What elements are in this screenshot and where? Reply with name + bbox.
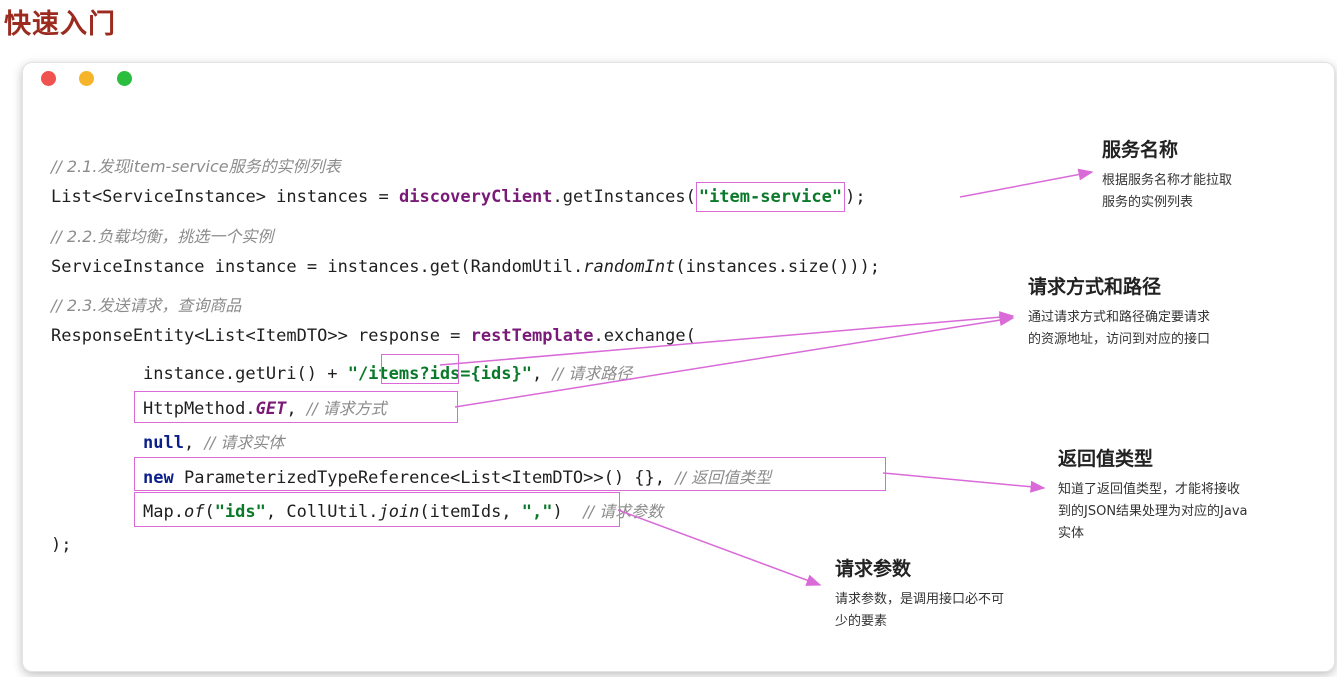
code-line-get-instances: List<ServiceInstance> instances = discov… <box>51 182 866 212</box>
path-highlight-box <box>381 354 459 384</box>
annotation-desc: 通过请求方式和路径确定要请求的资源地址，访问到对应的接口 <box>1028 310 1211 347</box>
method-highlight-box <box>134 391 458 423</box>
close-window-dot[interactable] <box>41 71 56 86</box>
annotation-desc: 请求参数，是调用接口必不可少的要素 <box>835 592 1005 629</box>
annotation-params: 请求参数 请求参数，是调用接口必不可少的要素 <box>835 554 1010 633</box>
minimize-window-dot[interactable] <box>79 71 94 86</box>
annotation-desc: 根据服务名称才能拉取服务的实例列表 <box>1102 173 1233 210</box>
maximize-window-dot[interactable] <box>117 71 132 86</box>
return-type-highlight-box <box>134 457 886 491</box>
code-comment-discover: // 2.1.发现item-service服务的实例列表 <box>51 157 341 176</box>
window-titlebar <box>23 63 1334 93</box>
code-comment-send-request: // 2.3.发送请求，查询商品 <box>51 296 242 315</box>
code-line-type-reference: new ParameterizedTypeReference<List<Item… <box>143 468 772 488</box>
annotation-method-path: 请求方式和路径 通过请求方式和路径确定要请求的资源地址，访问到对应的接口 <box>1028 272 1218 351</box>
code-line-pick-instance: ServiceInstance instance = instances.get… <box>51 257 881 277</box>
code-line-close: ); <box>51 535 72 555</box>
params-highlight-box <box>134 492 620 527</box>
annotation-title: 请求方式和路径 <box>1028 276 1162 298</box>
annotation-return-type: 返回值类型 知道了返回值类型，才能将接收到的JSON结果处理为对应的Java实体 <box>1058 444 1248 545</box>
code-line-http-method: HttpMethod.GET, // 请求方式 <box>143 399 387 419</box>
annotation-title: 请求参数 <box>835 558 912 580</box>
annotation-service-name: 服务名称 根据服务名称才能拉取服务的实例列表 <box>1102 135 1242 214</box>
code-line-exchange: ResponseEntity<List<ItemDTO>> response =… <box>51 326 696 346</box>
annotation-title: 返回值类型 <box>1058 448 1154 470</box>
page-title: 快速入门 <box>4 9 116 40</box>
annotation-title: 服务名称 <box>1102 139 1179 161</box>
service-name-highlight: "item-service" <box>695 182 846 212</box>
code-comment-loadbalance: // 2.2.负载均衡，挑选一个实例 <box>51 227 274 246</box>
annotation-desc: 知道了返回值类型，才能将接收到的JSON结果处理为对应的Java实体 <box>1058 482 1248 541</box>
code-line-null-entity: null, // 请求实体 <box>143 433 285 453</box>
